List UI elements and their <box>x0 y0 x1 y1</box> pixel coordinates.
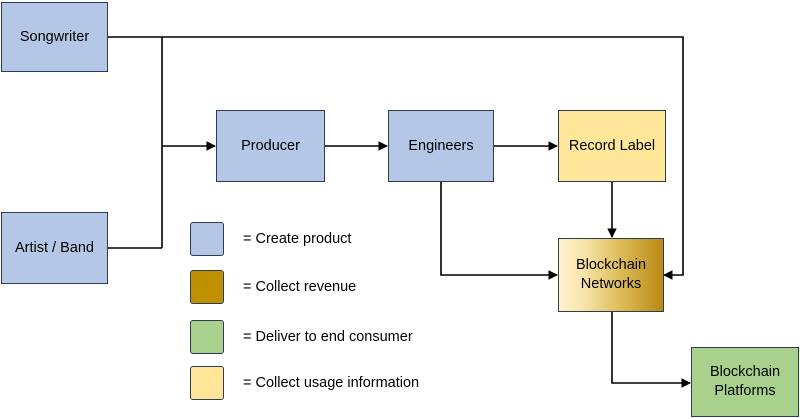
record-label-node: Record Label <box>558 110 666 182</box>
legend-swatch-deliver-to-consumer <box>190 320 224 354</box>
blockchain-platforms-node: Blockchain Platforms <box>691 347 799 417</box>
engineers-label: Engineers <box>408 137 474 154</box>
artist-band-label: Artist / Band <box>15 239 94 256</box>
legend-swatch-collect-usage <box>190 366 224 400</box>
blockchain-platforms-label-line2: Platforms <box>714 383 776 399</box>
arrow-engineers-to-networks <box>440 182 558 280</box>
artist-band-node: Artist / Band <box>1 212 108 284</box>
record-label-label: Record Label <box>568 137 656 154</box>
engineers-node: Engineers <box>388 110 494 182</box>
legend-label-create-product: = Create product <box>243 231 352 247</box>
arrow-networks-to-platforms <box>611 312 691 388</box>
producer-label: Producer <box>241 137 300 154</box>
legend-label-collect-revenue: = Collect revenue <box>243 279 357 295</box>
legend-label-collect-usage: = Collect usage information <box>243 375 420 391</box>
legend-label-deliver-to-consumer: = Deliver to end consumer <box>243 329 413 345</box>
blockchain-networks-label-line2: Networks <box>580 276 642 292</box>
producer-node: Producer <box>216 110 325 182</box>
blockchain-networks-label-line1: Blockchain <box>575 257 647 274</box>
legend-swatch-create-product <box>190 222 224 256</box>
songwriter-node: Songwriter <box>1 2 108 72</box>
songwriter-label: Songwriter <box>19 28 90 45</box>
legend-swatch-collect-revenue <box>190 270 224 304</box>
blockchain-networks-node: Blockchain Networks <box>558 238 664 312</box>
arrow-songwriter-to-networks <box>108 36 684 280</box>
blockchain-platforms-label-line1: Blockchain <box>709 364 781 381</box>
